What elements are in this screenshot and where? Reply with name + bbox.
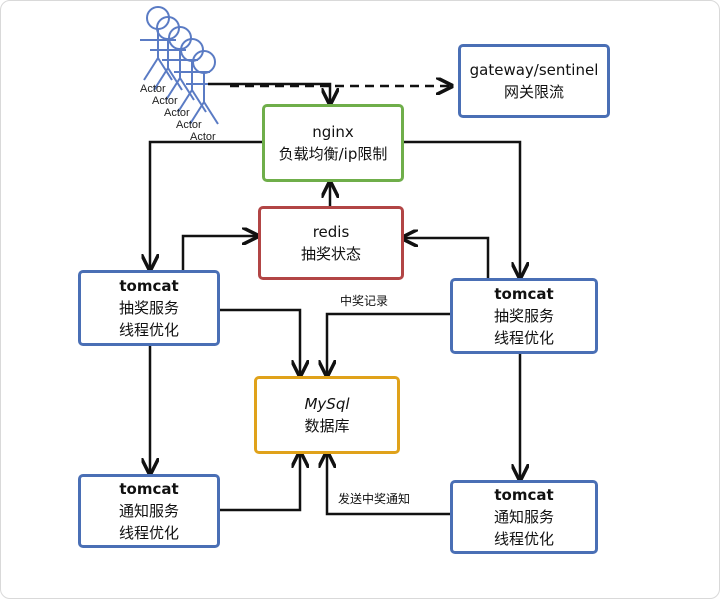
edge-nginx-tomcat-left (150, 140, 262, 268)
edges (150, 82, 520, 516)
edge-label-send-notify: 发送中奖通知 (338, 492, 411, 506)
edge-label-win-record: 中奖记录 (340, 294, 389, 308)
edge-notify-left-mysql (220, 454, 300, 512)
edge-tomcat-right-redis (404, 238, 490, 278)
actor-figure-4 (174, 38, 210, 113)
tomcat-lottery-right-note: 线程优化 (493, 328, 554, 347)
tomcat-lottery-left-node: tomcat 抽奖服务 线程优化 (78, 270, 220, 346)
actor-label-4: Actor (176, 119, 202, 131)
edge-notify-right-mysql (327, 454, 450, 516)
tomcat-notify-left-note: 线程优化 (118, 523, 179, 542)
nginx-node-subtitle: 负载均衡/ip限制 (278, 144, 388, 163)
redis-node-subtitle: 抽奖状态 (300, 244, 361, 263)
actor-label-1: Actor (140, 83, 166, 95)
gateway-node: gateway/sentinel 网关限流 (458, 44, 610, 118)
tomcat-lottery-right-title: tomcat (494, 284, 554, 303)
tomcat-notify-right-note: 线程优化 (493, 529, 554, 548)
tomcat-notify-left-title: tomcat (119, 479, 179, 498)
redis-node: redis 抽奖状态 (258, 206, 404, 280)
gateway-node-subtitle: 网关限流 (503, 82, 564, 101)
tomcat-notify-right-title: tomcat (494, 485, 554, 504)
gateway-node-title: gateway/sentinel (469, 60, 599, 79)
edge-actors-nginx (208, 82, 330, 102)
tomcat-lottery-right-node: tomcat 抽奖服务 线程优化 (450, 278, 598, 354)
nginx-node-title: nginx (312, 122, 354, 141)
tomcat-notify-right-service: 通知服务 (493, 507, 554, 526)
tomcat-lottery-right-service: 抽奖服务 (493, 306, 554, 325)
tomcat-notify-left-service: 通知服务 (118, 501, 179, 520)
edge-tomcat-left-mysql (220, 308, 300, 374)
edge-tomcat-left-redis (181, 236, 256, 272)
tomcat-lottery-left-service: 抽奖服务 (118, 298, 179, 317)
mysql-node-title: MySql (304, 394, 350, 413)
tomcat-notify-left-node: tomcat 通知服务 线程优化 (78, 474, 220, 548)
tomcat-notify-right-node: tomcat 通知服务 线程优化 (450, 480, 598, 554)
mysql-node: MySql 数据库 (254, 376, 400, 454)
edge-tomcat-right-mysql (327, 312, 450, 374)
mysql-node-subtitle: 数据库 (304, 416, 350, 435)
actor-label-2: Actor (152, 95, 178, 107)
actor-label-3: Actor (164, 107, 190, 119)
edge-nginx-tomcat-right (404, 140, 520, 276)
tomcat-lottery-left-note: 线程优化 (118, 320, 179, 339)
tomcat-lottery-left-title: tomcat (119, 276, 179, 295)
actor-label-5: Actor (190, 131, 216, 143)
redis-node-title: redis (312, 222, 350, 241)
nginx-node: nginx 负载均衡/ip限制 (262, 104, 404, 182)
